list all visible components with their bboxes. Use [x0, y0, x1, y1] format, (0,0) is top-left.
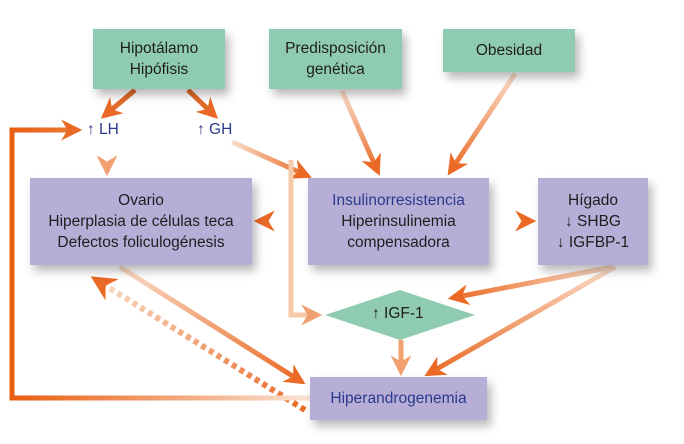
arrow-hipotalamo-lh	[100, 88, 137, 119]
node-line: Hiperplasia de células teca	[48, 213, 234, 230]
arrow-higado-igf1	[447, 264, 613, 306]
arrow-gh-insulino	[230, 139, 312, 179]
node-line: Hipotálamo	[119, 40, 199, 57]
node-line: Obesidad	[475, 42, 543, 59]
node-obesidad: Obesidad	[443, 29, 575, 72]
node-line: Predisposición	[285, 40, 386, 57]
arrow-hipotalamo-gh	[186, 88, 219, 119]
node-line: Ovario	[118, 192, 164, 209]
node-hiperandrogenemia: Hiperandrogenemia	[310, 377, 487, 420]
node-higado: Hígado ↓ SHBG ↓ IGFBP-1	[538, 178, 648, 265]
igf1-diamond	[325, 290, 475, 340]
node-predisposicion-genetica: Predisposición genética	[269, 29, 402, 89]
arrow-gh-igf1	[288, 160, 323, 326]
node-hipotalamo-hipofisis: Hipotálamo Hipófisis	[93, 29, 225, 89]
arrow-predisposicion-insulino	[339, 89, 381, 176]
node-line: Defectos foliculogénesis	[57, 234, 225, 251]
node-line: Hiperandrogenemia	[330, 390, 467, 407]
arrow-ovario-hiperandrogenemia	[118, 264, 306, 385]
label-gh: ↑ GH	[197, 121, 233, 138]
node-insulinorresistencia: Insulinorresistencia Hiperinsulinemia co…	[308, 178, 489, 265]
node-line: ↓ SHBG	[565, 213, 621, 230]
arrow-higado-hiperandrogenemia	[424, 264, 617, 377]
node-ovario: Ovario Hiperplasia de células teca Defec…	[30, 178, 252, 265]
label-igf1: ↑ IGF-1	[372, 305, 424, 322]
node-line: ↓ IGFBP-1	[556, 234, 630, 251]
label-lh: ↑ LH	[87, 121, 119, 138]
arrow-hiperandrogenemia-ovario-dotted	[90, 276, 307, 413]
node-line: genética	[306, 61, 365, 78]
node-line: Hiperinsulinemia	[341, 213, 456, 230]
node-line: Hipófisis	[129, 61, 189, 78]
node-line: Hígado	[568, 192, 618, 209]
arrow-obesidad-insulino	[447, 72, 518, 176]
node-line: compensadora	[347, 234, 450, 251]
node-line-title: Insulinorresistencia	[332, 192, 465, 209]
